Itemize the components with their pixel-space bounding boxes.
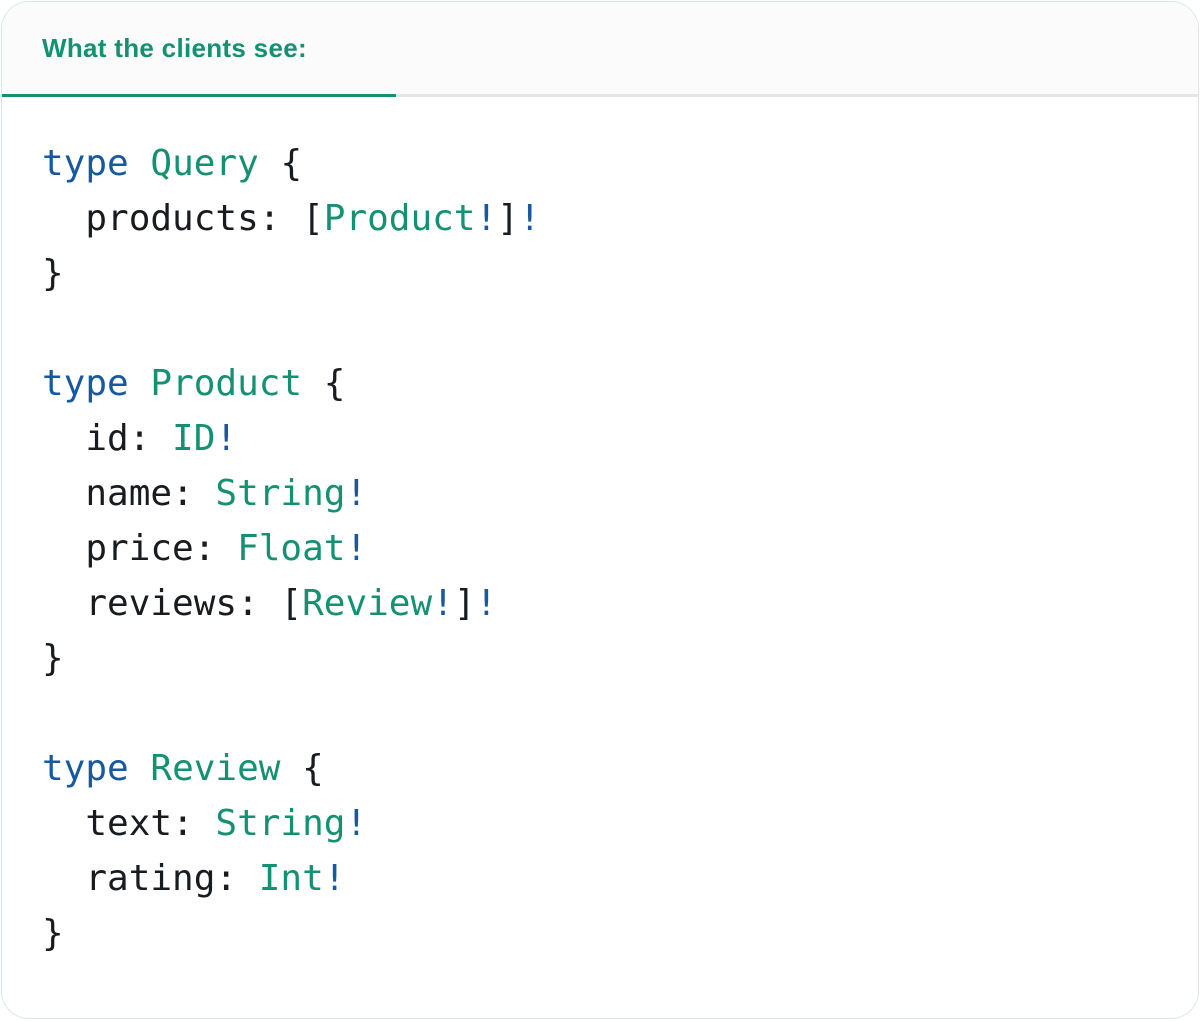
- code-line: name: String!: [42, 466, 1178, 521]
- code-token-ty: ID: [172, 418, 216, 459]
- code-token-pl: rating:: [42, 858, 259, 899]
- code-block: type Query { products: [Product!]!} type…: [2, 97, 1198, 961]
- code-token-ty: Review: [302, 583, 433, 624]
- code-token-bg: !: [215, 418, 238, 459]
- code-token-pl: text:: [42, 803, 216, 844]
- code-token-pl: {: [258, 143, 303, 184]
- code-line: type Product {: [42, 356, 1178, 411]
- code-token-bg: !: [475, 198, 498, 239]
- code-token-pl: ]: [453, 583, 476, 624]
- code-line: id: ID!: [42, 411, 1178, 466]
- tab-divider: [2, 94, 1198, 97]
- code-token-ty: Int: [258, 858, 324, 899]
- code-token-kw: type: [42, 143, 129, 184]
- code-token-bg: !: [345, 473, 368, 514]
- code-token-pl: [129, 363, 151, 404]
- code-token-pl: }: [42, 913, 64, 954]
- code-token-pl: {: [280, 748, 324, 789]
- code-token-pl: [129, 748, 151, 789]
- code-line: type Query {: [42, 136, 1178, 191]
- code-token-bg: !: [432, 583, 454, 624]
- code-token-ty: String: [215, 473, 346, 514]
- code-token-ty: Product: [323, 198, 476, 239]
- code-token-bg: !: [518, 198, 541, 239]
- code-token-pl: }: [42, 638, 64, 679]
- code-token-pl: {: [302, 363, 346, 404]
- code-line: [42, 686, 1178, 741]
- code-token-bg: !: [323, 858, 346, 899]
- code-line: reviews: [Review!]!: [42, 576, 1178, 631]
- code-line: text: String!: [42, 796, 1178, 851]
- code-token-bg: !: [475, 583, 498, 624]
- code-token-ty: Query: [150, 143, 259, 184]
- code-line: type Review {: [42, 741, 1178, 796]
- code-token-bg: !: [345, 803, 368, 844]
- code-line: }: [42, 246, 1178, 301]
- code-line: price: Float!: [42, 521, 1178, 576]
- code-token-bg: !: [345, 528, 368, 569]
- code-token-pl: ]: [497, 198, 519, 239]
- code-token-ty: Product: [150, 363, 303, 404]
- tab-label: What the clients see:: [42, 33, 307, 63]
- code-line: rating: Int!: [42, 851, 1178, 906]
- code-line: }: [42, 631, 1178, 686]
- code-line: products: [Product!]!: [42, 191, 1178, 246]
- code-token-ty: Float: [237, 528, 346, 569]
- code-token-pl: [129, 143, 151, 184]
- code-token-pl: name:: [42, 473, 216, 514]
- card-header: What the clients see:: [2, 2, 1198, 97]
- code-token-pl: id:: [42, 418, 173, 459]
- code-line: }: [42, 906, 1178, 961]
- tab-what-the-clients-see[interactable]: What the clients see:: [2, 2, 307, 64]
- code-token-ty: String: [215, 803, 346, 844]
- active-tab-underline: [2, 94, 396, 97]
- code-token-ty: Review: [150, 748, 281, 789]
- code-line: [42, 301, 1178, 356]
- code-token-pl: }: [42, 253, 64, 294]
- code-token-pl: price:: [42, 528, 238, 569]
- code-token-pl: reviews: [: [42, 583, 303, 624]
- code-token-pl: products: [: [42, 198, 324, 239]
- code-token-kw: type: [42, 748, 129, 789]
- code-token-kw: type: [42, 363, 129, 404]
